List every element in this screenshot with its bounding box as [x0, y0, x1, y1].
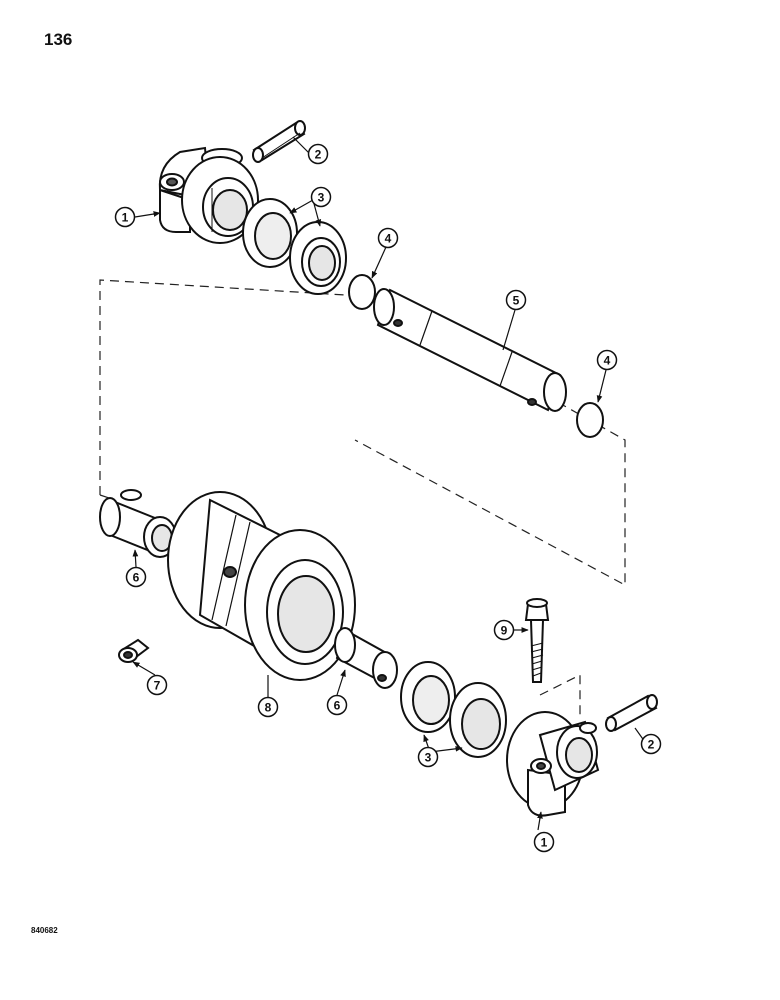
- callout-6-right: 6: [326, 694, 348, 716]
- svg-text:4: 4: [604, 354, 611, 368]
- upper-pin: [252, 120, 306, 163]
- upper-seal-set: [242, 198, 347, 295]
- callout-4-right: 4: [596, 349, 618, 371]
- svg-text:9: 9: [501, 624, 508, 638]
- upper-end-cap: [158, 146, 259, 244]
- callout-1-upper: 1: [114, 206, 136, 228]
- plug: [118, 638, 150, 663]
- upper-o-ring: [348, 274, 376, 310]
- svg-text:2: 2: [648, 738, 655, 752]
- lower-pin: [605, 694, 658, 732]
- svg-text:1: 1: [541, 836, 548, 850]
- callout-2-upper: 2: [307, 143, 329, 165]
- callout-9: 9: [493, 619, 515, 641]
- callout-7: 7: [146, 674, 168, 696]
- track-roller: [167, 491, 356, 681]
- svg-text:8: 8: [265, 701, 272, 715]
- shaft: [373, 288, 567, 412]
- right-bushing: [334, 627, 398, 689]
- callout-1-lower: 1: [533, 831, 555, 853]
- svg-text:3: 3: [425, 751, 432, 765]
- svg-text:7: 7: [154, 679, 161, 693]
- svg-text:3: 3: [318, 191, 325, 205]
- callout-5: 5: [505, 289, 527, 311]
- callout-3-upper: 3: [310, 186, 332, 208]
- lower-seal-set: [400, 661, 507, 758]
- svg-text:1: 1: [122, 211, 129, 225]
- svg-text:4: 4: [385, 232, 392, 246]
- callouts: 1 2 3 4 5 4 6 7 8 6 9 3 1 2: [114, 143, 662, 853]
- callout-4-upper: 4: [377, 227, 399, 249]
- figure-reference-code: 840682: [31, 926, 58, 935]
- bolt: [524, 598, 550, 683]
- svg-text:2: 2: [315, 148, 322, 162]
- left-bushing: [99, 489, 177, 558]
- callout-2-lower: 2: [640, 733, 662, 755]
- callout-3-lower: 3: [417, 746, 439, 768]
- callout-8: 8: [257, 696, 279, 718]
- svg-text:5: 5: [513, 294, 520, 308]
- svg-text:6: 6: [334, 699, 341, 713]
- svg-text:6: 6: [133, 571, 140, 585]
- callout-6-left: 6: [125, 566, 147, 588]
- lower-end-cap: [506, 711, 600, 817]
- page-number: 136: [44, 30, 73, 49]
- right-o-ring: [576, 402, 604, 438]
